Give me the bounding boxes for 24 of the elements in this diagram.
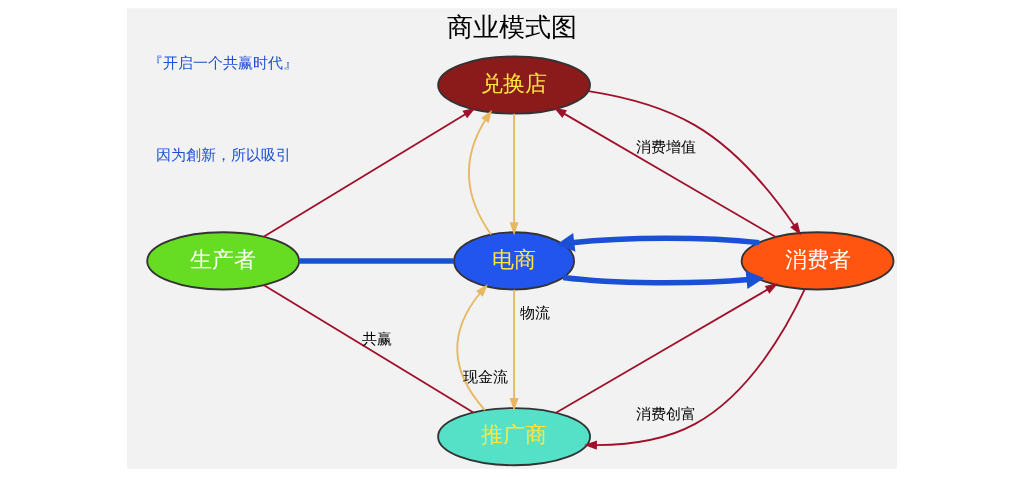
arrow xyxy=(468,109,493,236)
arrow xyxy=(556,233,760,252)
arrow xyxy=(509,288,519,411)
edge-label: 物流 xyxy=(519,303,550,321)
arrow xyxy=(456,284,488,412)
arrow xyxy=(562,270,765,290)
connector xyxy=(262,284,475,414)
edge-label: 现金流 xyxy=(462,367,508,385)
node-ellipse: 推广商 xyxy=(437,407,591,467)
node-ellipse: 生产者 xyxy=(146,231,301,291)
arrow xyxy=(262,107,476,238)
arrow xyxy=(509,112,519,236)
edge-label: 消费增值 xyxy=(635,137,696,155)
arrow xyxy=(584,288,806,450)
label: 『开启一个共赢时代』 xyxy=(148,53,299,71)
edge-label: 共赢 xyxy=(361,330,392,348)
arrow xyxy=(555,283,779,414)
arrow xyxy=(553,107,777,238)
label: 因为創新，所以吸引 xyxy=(155,145,291,163)
diagram-title: 商业模式图 xyxy=(447,12,577,42)
edge-label: 消费创富 xyxy=(635,405,696,423)
node-ellipse: 兑换店 xyxy=(437,55,591,115)
arrow xyxy=(587,90,802,236)
connector xyxy=(299,258,454,264)
